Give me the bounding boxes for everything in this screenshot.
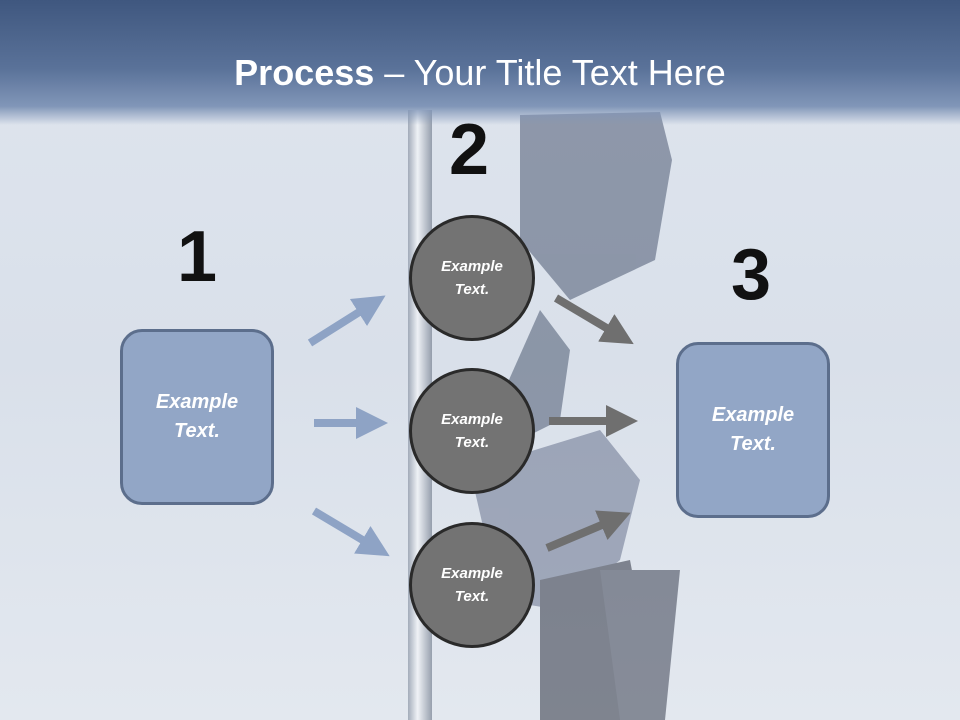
left-box-line1: Example bbox=[155, 391, 239, 413]
title-bar bbox=[0, 0, 960, 125]
circle-middle-line2: Text. bbox=[454, 434, 490, 451]
left-box-line2: Text. bbox=[174, 420, 220, 442]
arrow-down-right-gray bbox=[553, 294, 634, 345]
left-step-box[interactable]: Example Text. bbox=[120, 329, 274, 505]
right-box-line1: Example bbox=[711, 404, 795, 426]
circle-top-line2: Text. bbox=[454, 281, 490, 298]
circle-middle-line1: Example bbox=[441, 411, 503, 428]
slide-title: Process – Your Title Text Here bbox=[0, 52, 960, 94]
title-rest: – Your Title Text Here bbox=[374, 52, 726, 93]
arrow-down-right-blue bbox=[311, 507, 390, 557]
step-number-3: 3 bbox=[731, 235, 772, 315]
title-bold: Process bbox=[234, 52, 375, 93]
circle-top-line1: Example bbox=[441, 258, 503, 275]
circle-bottom-line1: Example bbox=[441, 565, 503, 582]
circle-bottom-line2: Text. bbox=[454, 588, 490, 605]
step-number-1: 1 bbox=[177, 217, 218, 297]
arrow-up-right-blue bbox=[307, 295, 386, 347]
step-number-2: 2 bbox=[449, 110, 490, 190]
step-circle-middle[interactable]: Example Text. bbox=[409, 368, 535, 494]
right-step-box[interactable]: Example Text. bbox=[676, 342, 830, 518]
right-box-line2: Text. bbox=[730, 433, 776, 455]
step-circle-bottom[interactable]: Example Text. bbox=[409, 522, 535, 648]
step-circle-top[interactable]: Example Text. bbox=[409, 215, 535, 341]
arrow-up-right-gray bbox=[545, 510, 631, 552]
